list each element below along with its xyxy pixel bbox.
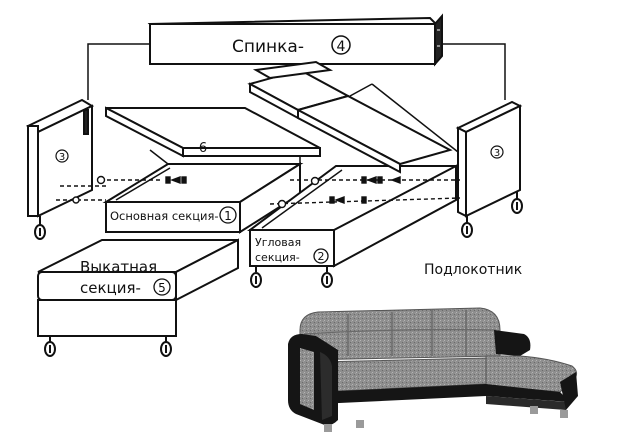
back-connector-lines — [87, 43, 506, 100]
rollout-label-line2: секция- — [80, 279, 141, 297]
main-section-bolts — [56, 175, 187, 204]
main-section-number-circle — [219, 206, 237, 224]
main-section-seat-lid — [105, 106, 321, 165]
left-armrest-wheel — [34, 216, 46, 240]
sofa-photo — [288, 307, 578, 432]
rollout-wheels — [44, 336, 172, 357]
main-section-label: Основная секция- — [110, 209, 219, 223]
corner-section-wheels — [250, 266, 333, 288]
right-armrest-number-circle — [490, 145, 504, 159]
rollout-label-line1: Выкатная — [80, 258, 157, 276]
right-armrest-number: 3 — [494, 148, 500, 159]
corner-section-box — [246, 164, 460, 268]
backrest-label: Спинка- — [232, 37, 304, 57]
armrest-caption: Подлокотник — [424, 262, 522, 278]
left-armrest-number-circle — [55, 149, 69, 163]
seat-lid-number: 6 — [199, 141, 207, 156]
rollout-section — [37, 238, 239, 337]
corner-section-number: 2 — [318, 250, 325, 263]
left-armrest-number: 3 — [59, 152, 65, 163]
rollout-number: 5 — [158, 281, 166, 295]
corner-section-bolts — [269, 175, 461, 209]
corner-section-label-line1: Угловая — [255, 236, 301, 249]
main-section-number: 1 — [224, 209, 232, 223]
backrest-number: 4 — [337, 39, 346, 55]
rollout-number-circle — [153, 278, 171, 296]
right-armrest — [455, 100, 523, 218]
corner-section-number-circle — [313, 248, 329, 264]
backrest-number-circle — [331, 35, 351, 55]
corner-section-label-line2: секция- — [255, 251, 300, 264]
right-armrest-wheels — [461, 192, 523, 238]
corner-section-seat-lids — [247, 60, 459, 174]
